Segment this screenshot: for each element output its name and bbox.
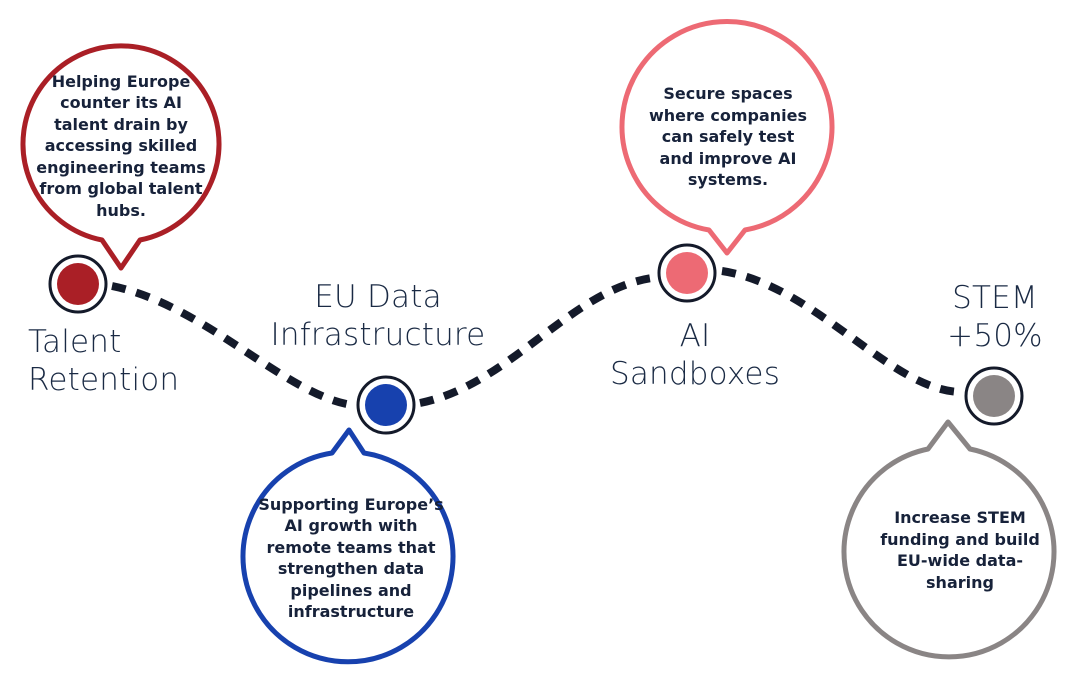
path-segment-3 bbox=[721, 267, 961, 396]
bubble-text-talent-retention: Helping Europe counter its AI talent dra… bbox=[36, 71, 206, 220]
speech-bubble-talent-retention bbox=[20, 43, 222, 271]
stage-title-ai-sandboxes: AI Sandboxes bbox=[609, 318, 781, 392]
stage-title-talent-retention: Talent Retention bbox=[28, 324, 180, 398]
marker-dot-talent-retention bbox=[57, 263, 99, 305]
path-segment-2 bbox=[419, 274, 653, 407]
bubble-text-eu-data-infrastructure: Supporting Europe’s AI growth with remot… bbox=[258, 494, 444, 622]
speech-bubble-eu-data-infrastructure bbox=[240, 427, 456, 665]
marker-dot-eu-data-infrastructure bbox=[365, 384, 407, 426]
marker-dot-ai-sandboxes bbox=[666, 252, 708, 294]
speech-bubble-stem-plus-50 bbox=[841, 419, 1057, 660]
speech-bubble-ai-sandboxes bbox=[619, 19, 835, 256]
connecting-path bbox=[111, 267, 961, 409]
stage-title-eu-data-infrastructure: EU Data Infrastructure bbox=[270, 279, 486, 353]
marker-dot-stem-plus-50 bbox=[973, 375, 1015, 417]
stage-stem-plus-50 bbox=[841, 366, 1057, 660]
bubble-text-stem-plus-50: Increase STEM funding and build EU-wide … bbox=[880, 508, 1040, 592]
stage-title-stem-plus-50: STEM +50% bbox=[947, 280, 1043, 354]
stage-talent-retention bbox=[20, 43, 222, 314]
stage-ai-sandboxes bbox=[619, 19, 835, 303]
stage-eu-data-infrastructure bbox=[240, 375, 456, 665]
bubble-text-ai-sandboxes: Secure spaces where companies can safely… bbox=[649, 84, 807, 190]
path-segment-1 bbox=[111, 282, 353, 409]
